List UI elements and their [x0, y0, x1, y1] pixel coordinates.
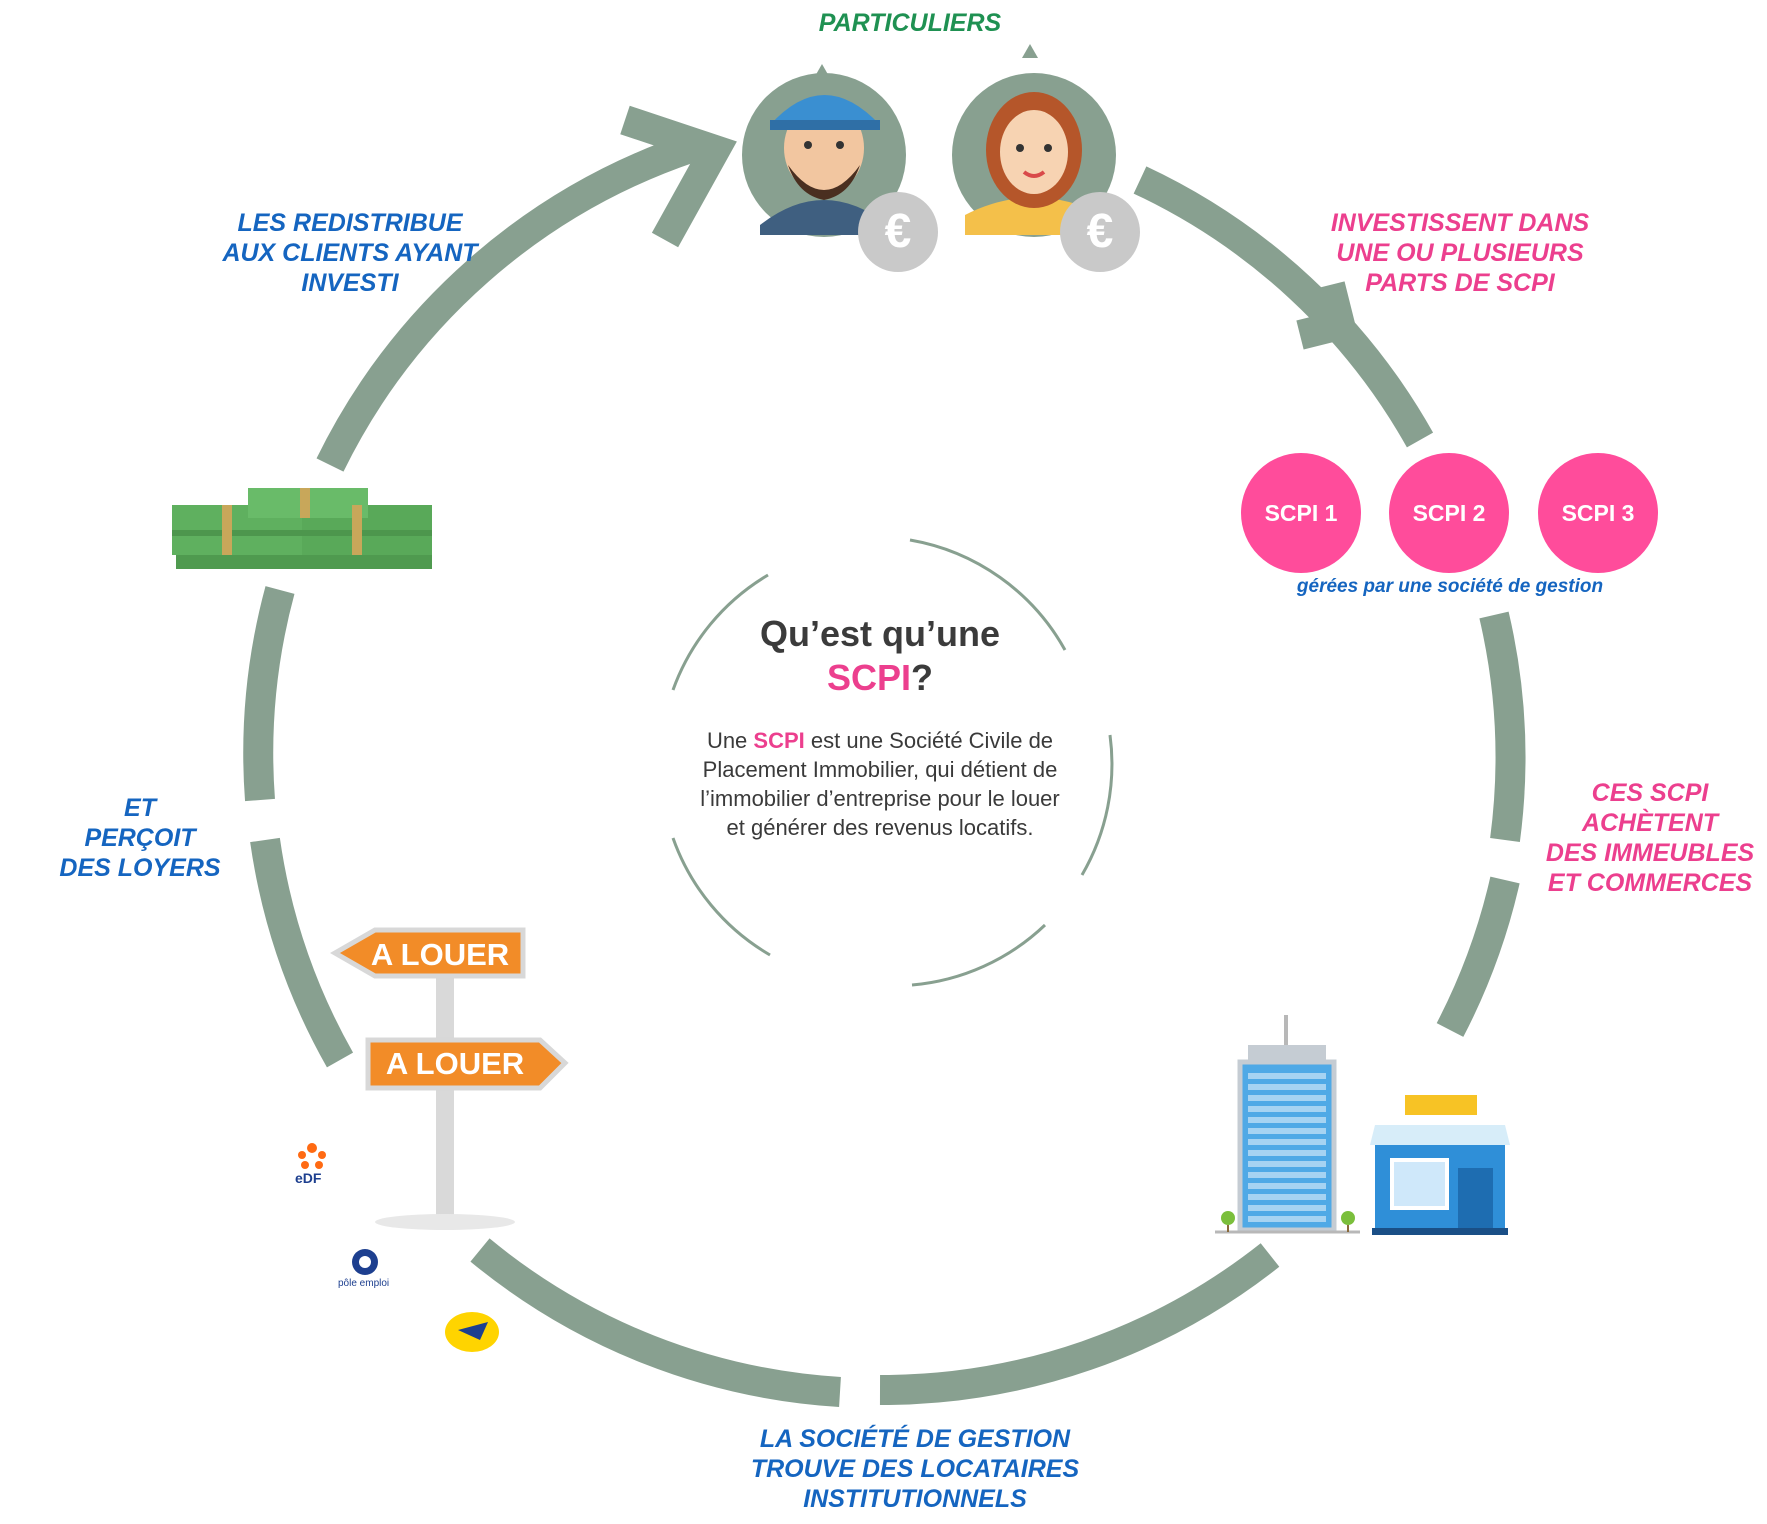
edf-logo	[298, 1143, 326, 1169]
a-louer-sign-top	[329, 927, 526, 979]
scpi-3-label: SCPI 3	[1561, 500, 1635, 526]
a-louer-sign-bottom	[365, 1037, 569, 1091]
pole-emploi-logo-text: pôle emploi	[338, 1278, 390, 1289]
a-louer-top-label: A LOUER	[370, 937, 510, 972]
label-redistribue: LES REDISTRIBUE AUX CLIENTS AYANT INVEST…	[222, 209, 478, 297]
scpi-managed-note: gérées par une société de gestion	[1296, 576, 1604, 597]
arrowhead-top	[620, 105, 737, 248]
avatar-man	[742, 64, 906, 237]
center-description: Une SCPI est une Société Civile de Place…	[700, 728, 1060, 840]
label-achetent: CES SCPI ACHÈTENT DES IMMEUBLES ET COMME…	[1545, 779, 1755, 897]
la-poste-logo	[445, 1312, 499, 1352]
avatar-woman	[952, 44, 1116, 237]
a-louer-bottom-label: A LOUER	[385, 1046, 525, 1081]
scpi-2-bubble	[1389, 453, 1509, 573]
inner-circle	[671, 538, 1114, 987]
arrow-percoit-upper	[243, 586, 295, 802]
euro-coin-2	[1060, 192, 1140, 272]
center-title-end: ?	[911, 657, 934, 698]
scpi-3-bubble	[1538, 453, 1658, 573]
pole-emploi-logo	[352, 1249, 378, 1275]
center-title-line1: Qu’est qu’une	[759, 613, 1000, 654]
label-percoit: ET PERÇOIT DES LOYERS	[59, 794, 221, 882]
arrow-societe-left	[470, 1238, 841, 1407]
arrow-achetent-lower	[1436, 876, 1520, 1037]
euro-symbol-1: €	[884, 205, 912, 258]
office-windows	[1248, 1072, 1326, 1222]
edf-logo-text: eDF	[295, 1170, 322, 1186]
arrowhead-right	[1296, 281, 1359, 350]
arrowheads	[620, 105, 1359, 350]
cycle-arrows	[243, 133, 1526, 1407]
center-title-accent: SCPI	[826, 657, 912, 698]
arrow-percoit-lower	[250, 837, 354, 1068]
euro-symbol-2: €	[1086, 205, 1114, 258]
arrow-societe-right	[879, 1243, 1280, 1406]
label-societe: LA SOCIÉTÉ DE GESTION TROUVE DES LOCATAI…	[750, 1425, 1080, 1513]
up-arrow-icon	[1022, 44, 1038, 58]
arrow-investissent	[1133, 166, 1434, 448]
scpi-1-label: SCPI 1	[1264, 500, 1338, 526]
arrow-achetent-upper	[1479, 611, 1526, 842]
scpi-bubbles	[1241, 453, 1658, 573]
scpi-2-label: SCPI 2	[1412, 500, 1486, 526]
label-particuliers: PARTICULIERS	[818, 9, 1002, 37]
center-title: Qu’est qu’une SCPI?	[700, 612, 1060, 700]
a-louer-signpost	[329, 927, 569, 1230]
money-stack-icon	[172, 488, 432, 569]
euro-coin-1	[858, 192, 938, 272]
label-investissent: INVESTISSENT DANS UNE OU PLUSIEURS PARTS…	[1330, 209, 1590, 297]
scpi-1-bubble	[1241, 453, 1361, 573]
shop-icon	[1370, 1095, 1510, 1235]
arrow-redistribue	[316, 133, 695, 472]
